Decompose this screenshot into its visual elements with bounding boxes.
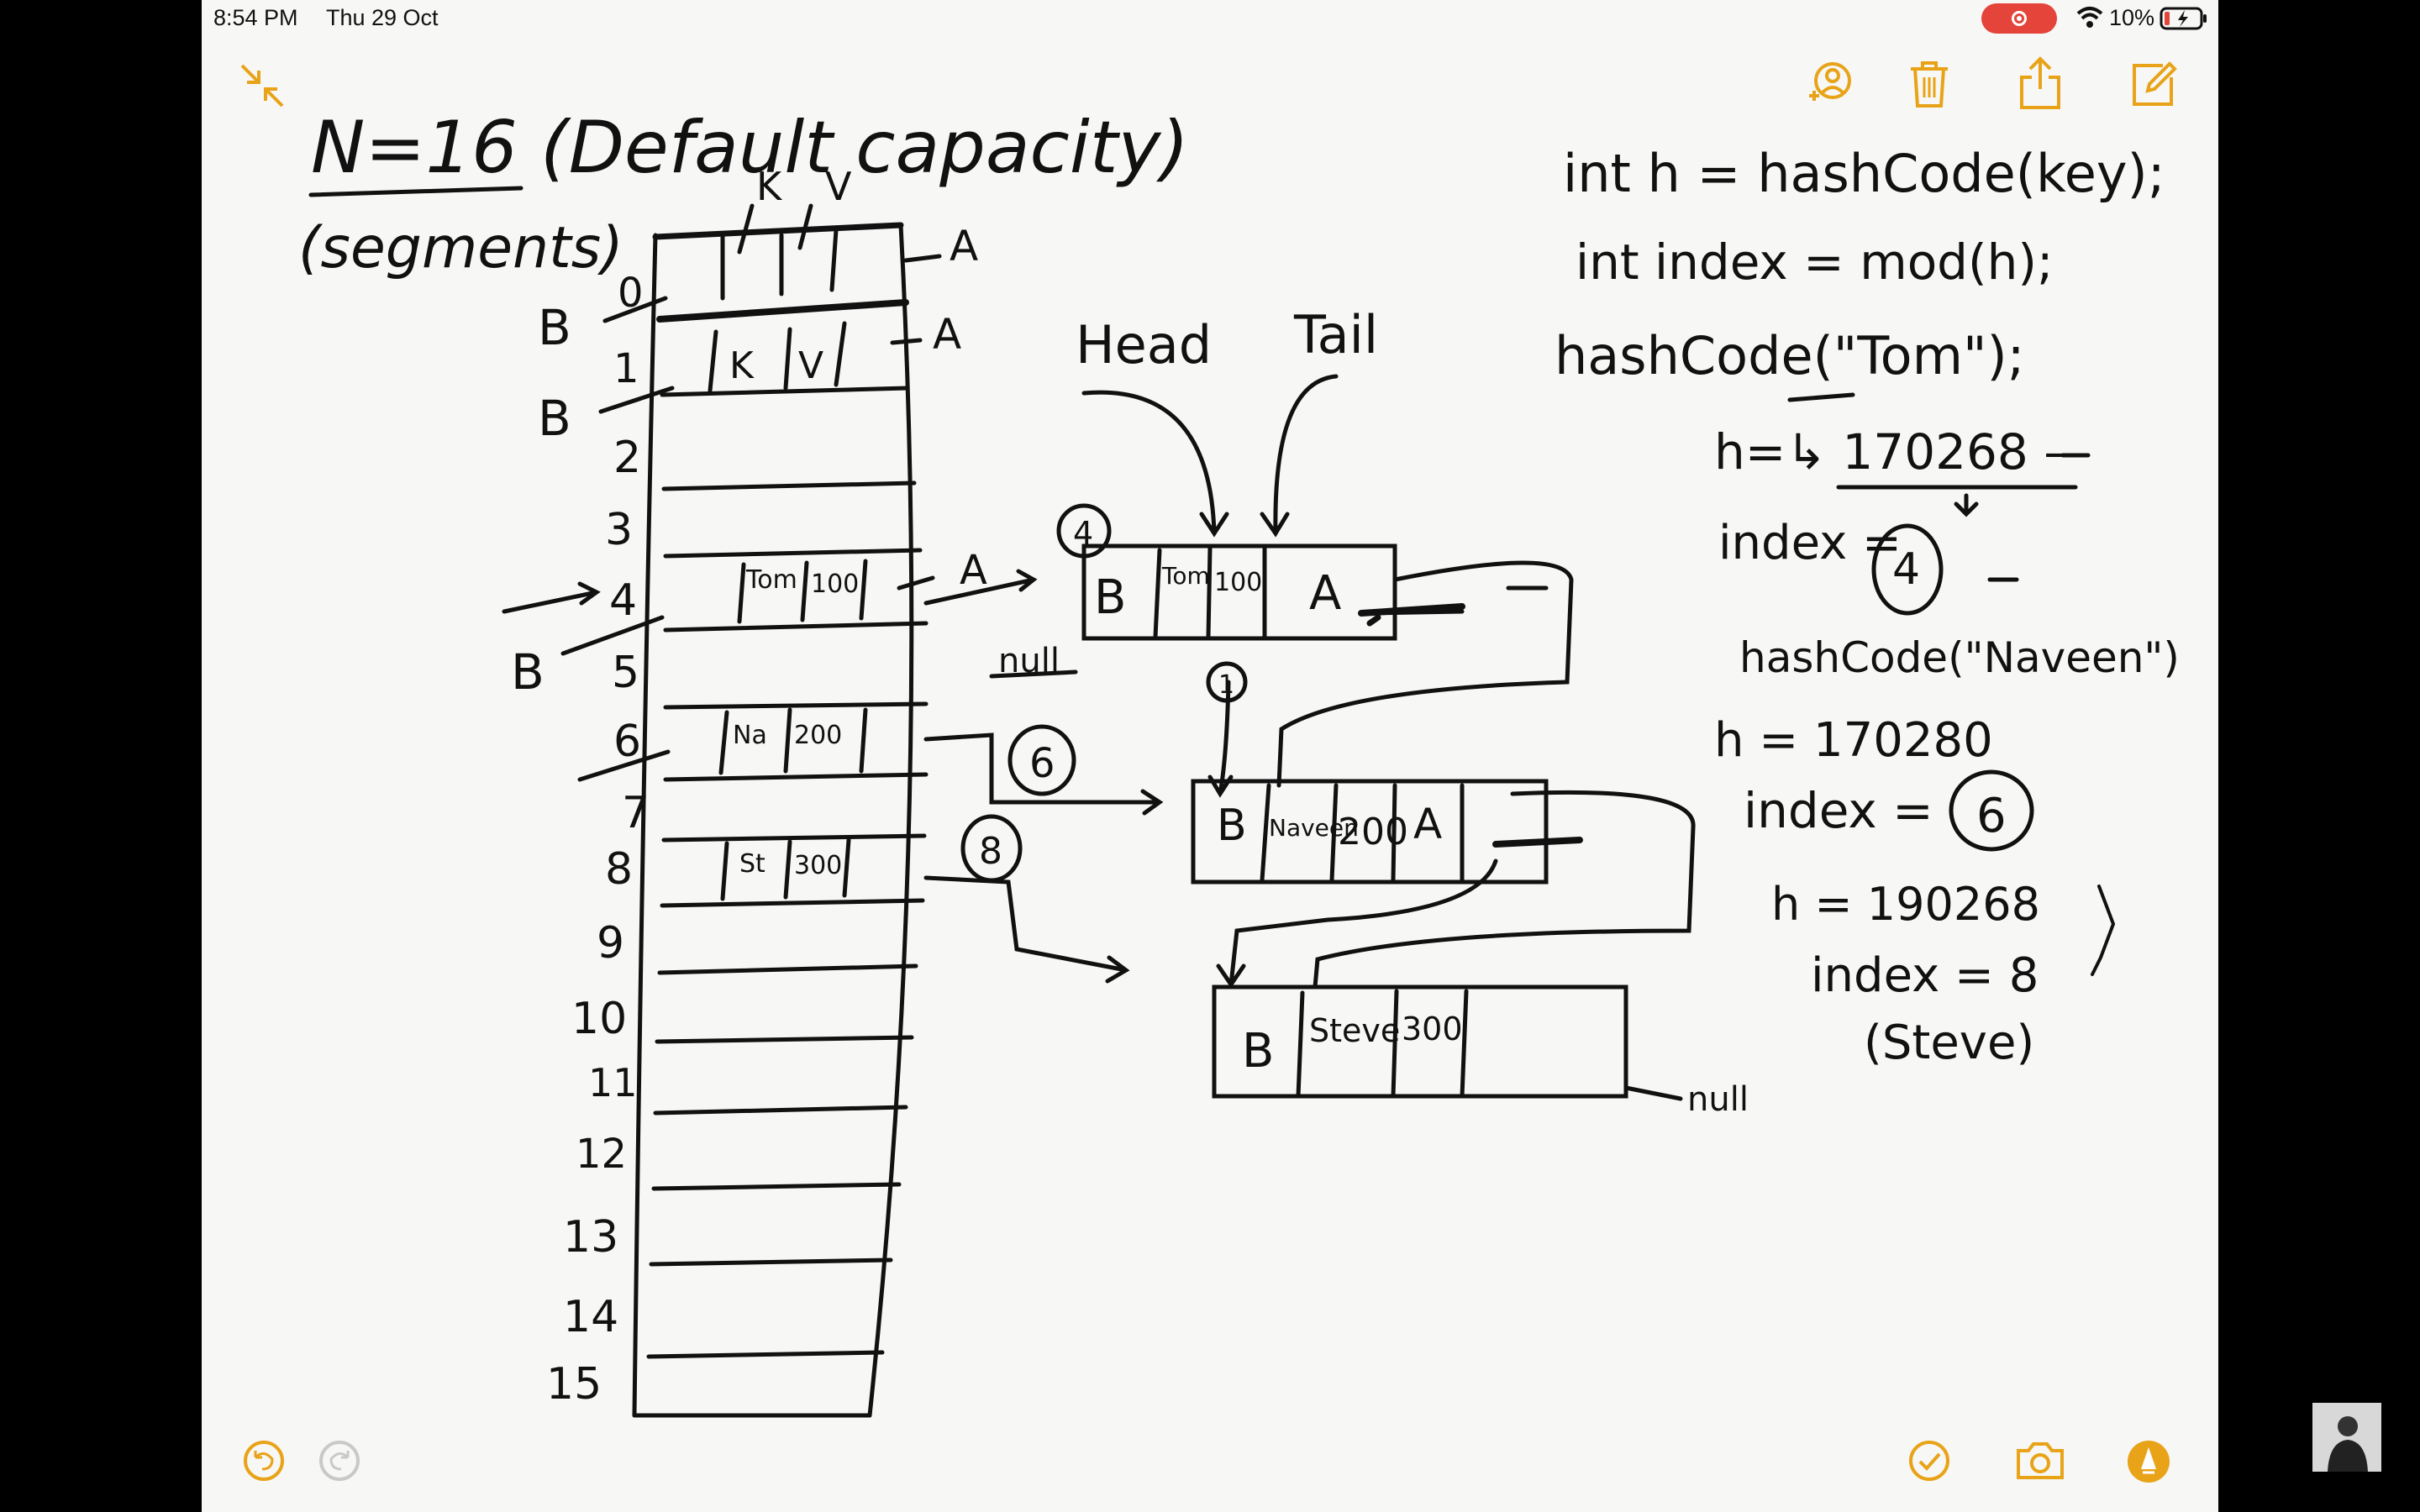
slot8-value: 300 — [794, 851, 842, 880]
slot4-value: 100 — [811, 570, 859, 599]
node1-key: Tom — [1161, 562, 1210, 590]
node3-before: B — [1242, 1024, 1274, 1079]
code-line-4: h=↳ 170268 – — [1714, 423, 2068, 480]
code-line-2: int index = mod(h); — [1576, 234, 2054, 291]
handwritten-diagram: N=16 (Default capacity) (segments) K V 0… — [298, 106, 2180, 1418]
col-label-k: K — [756, 164, 783, 209]
circled-8: 8 — [979, 830, 1002, 873]
slot8-key: St — [739, 849, 765, 879]
node2-after: A — [1413, 800, 1442, 848]
node2-key: Naveen — [1269, 814, 1359, 842]
slot6-key: Na — [733, 721, 767, 750]
checkmark-icon[interactable] — [1907, 1439, 1951, 1483]
undo-icon[interactable] — [242, 1439, 286, 1483]
circled-4: 4 — [1073, 515, 1093, 552]
status-time: 8:54 PM — [213, 5, 298, 30]
code-line-9: h = 190268 — [1771, 878, 2040, 931]
notes-screen: 8:54 PM Thu 29 Oct 10% — [202, 0, 2218, 1512]
circled-1: 1 — [1218, 670, 1234, 700]
screen-recording-indicator[interactable] — [1981, 3, 2057, 34]
title-line: N=16 (Default capacity) — [311, 106, 1189, 190]
index-naveen-value: 6 — [1976, 789, 2007, 843]
status-bar: 8:54 PM Thu 29 Oct 10% — [202, 0, 2218, 37]
camera-icon[interactable] — [2015, 1439, 2065, 1483]
redo-icon[interactable] — [318, 1439, 361, 1483]
circled-6: 6 — [1029, 740, 1055, 787]
slot1-value: V — [798, 344, 823, 387]
index-12: 12 — [576, 1131, 627, 1178]
code-line-3: hashCode("Tom"); — [1555, 325, 2025, 386]
head-label: Head — [1076, 314, 1212, 375]
slot4-key: Tom — [745, 565, 797, 595]
right-label-a-1: A — [950, 222, 978, 270]
right-label-a-2: A — [933, 310, 961, 359]
node1-value: 100 — [1214, 568, 1262, 597]
code-line-1: int h = hashCode(key); — [1563, 143, 2165, 204]
node3-key: Steve — [1309, 1012, 1400, 1049]
index-5: 5 — [612, 648, 639, 698]
presenter-video-thumbnail — [2312, 1403, 2381, 1472]
left-label-b-1: B — [538, 299, 571, 356]
battery-icon — [2160, 7, 2207, 30]
share-icon[interactable] — [2017, 55, 2064, 111]
markup-pen-icon[interactable] — [2126, 1439, 2171, 1484]
add-person-icon[interactable] — [1802, 59, 1856, 113]
index-3: 3 — [605, 505, 633, 555]
code-line-10: index = 8 — [1811, 948, 2039, 1003]
node2-value: 200 — [1338, 811, 1408, 853]
index-4: 4 — [609, 575, 637, 626]
code-line-6: hashCode("Naveen") — [1739, 633, 2180, 682]
right-label-a-3: A — [960, 547, 987, 594]
index-10: 10 — [571, 994, 627, 1044]
battery-percent: 10% — [2109, 5, 2155, 30]
tail-label: Tail — [1293, 304, 1378, 365]
index-1: 1 — [613, 345, 639, 392]
col-label-v: V — [825, 164, 852, 209]
array-right-edge — [867, 223, 914, 1418]
index-0: 0 — [618, 270, 644, 317]
slot1-key: K — [729, 344, 755, 387]
wifi-icon — [2076, 7, 2103, 28]
node1-after: A — [1309, 566, 1341, 621]
null-right: null — [1687, 1080, 1749, 1119]
node1-before: B — [1094, 570, 1126, 625]
status-date: Thu 29 Oct — [326, 5, 439, 30]
null-left: null — [998, 642, 1060, 680]
code-line-8: index = — [1744, 782, 1933, 839]
index-tom-value: 4 — [1892, 544, 1920, 595]
index-15: 15 — [546, 1359, 602, 1410]
code-line-7: h = 170280 — [1714, 713, 1993, 768]
left-label-b-2: B — [538, 390, 571, 447]
index-2: 2 — [613, 433, 641, 483]
index-13: 13 — [563, 1212, 618, 1263]
code-line-11: (Steve) — [1864, 1016, 2034, 1070]
compose-icon[interactable] — [2128, 59, 2178, 109]
code-line-5: index = — [1718, 516, 1902, 570]
index-14: 14 — [563, 1292, 618, 1342]
trash-icon[interactable] — [1906, 59, 1953, 109]
node3-value: 300 — [1402, 1011, 1463, 1047]
index-9: 9 — [597, 918, 624, 969]
segments-label: (segments) — [298, 215, 623, 281]
left-label-b-3: B — [511, 643, 544, 701]
collapse-icon[interactable] — [237, 60, 287, 111]
slot6-value: 200 — [794, 721, 842, 750]
index-6: 6 — [613, 717, 641, 767]
index-11: 11 — [588, 1060, 638, 1105]
index-7: 7 — [622, 788, 650, 838]
node2-before: B — [1217, 801, 1247, 851]
index-8: 8 — [605, 844, 633, 895]
